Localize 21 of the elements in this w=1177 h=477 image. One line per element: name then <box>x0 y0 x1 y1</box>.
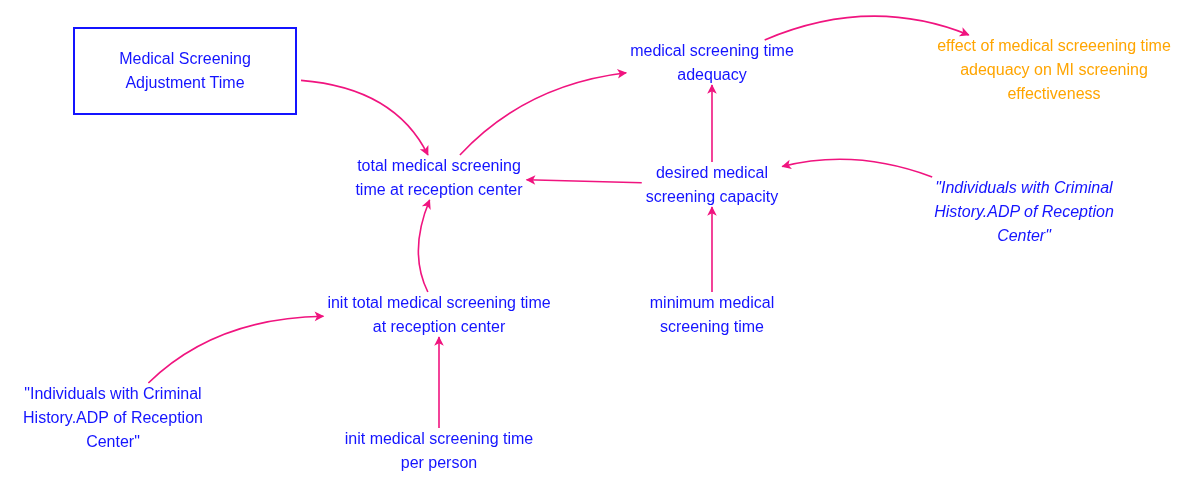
arrow <box>147 311 325 384</box>
arrow <box>434 336 444 429</box>
variable-label: medical screening time adequacy <box>629 41 795 85</box>
shadow-variable-label: "Individuals with Criminal History.ADP of Reception Center" <box>933 178 1115 246</box>
arrow <box>707 84 717 163</box>
variable-label: effect of medical screeening time adequacy on MI screening effectiveness <box>936 36 1172 104</box>
arrow <box>459 69 627 156</box>
shadow-variable-label: "Individuals with Criminal History.ADP of Reception Center" <box>22 384 204 452</box>
variable-label: desired medical screening capacity <box>644 163 780 207</box>
box-label: Medical Screening Adjustment Time <box>118 49 252 93</box>
arrow <box>417 199 431 293</box>
variable-label: init medical screening time per person <box>343 429 535 473</box>
arrow <box>763 15 970 41</box>
variable-label: total medical screening time at reception center <box>354 156 524 200</box>
arrow <box>781 158 933 178</box>
variable-label: init total medical screening time at reception center <box>326 293 552 337</box>
variable-label: minimum medical screening time <box>648 293 776 337</box>
variable-box <box>73 27 297 115</box>
arrow <box>525 175 643 185</box>
arrow <box>707 206 717 293</box>
arrow <box>300 79 429 156</box>
